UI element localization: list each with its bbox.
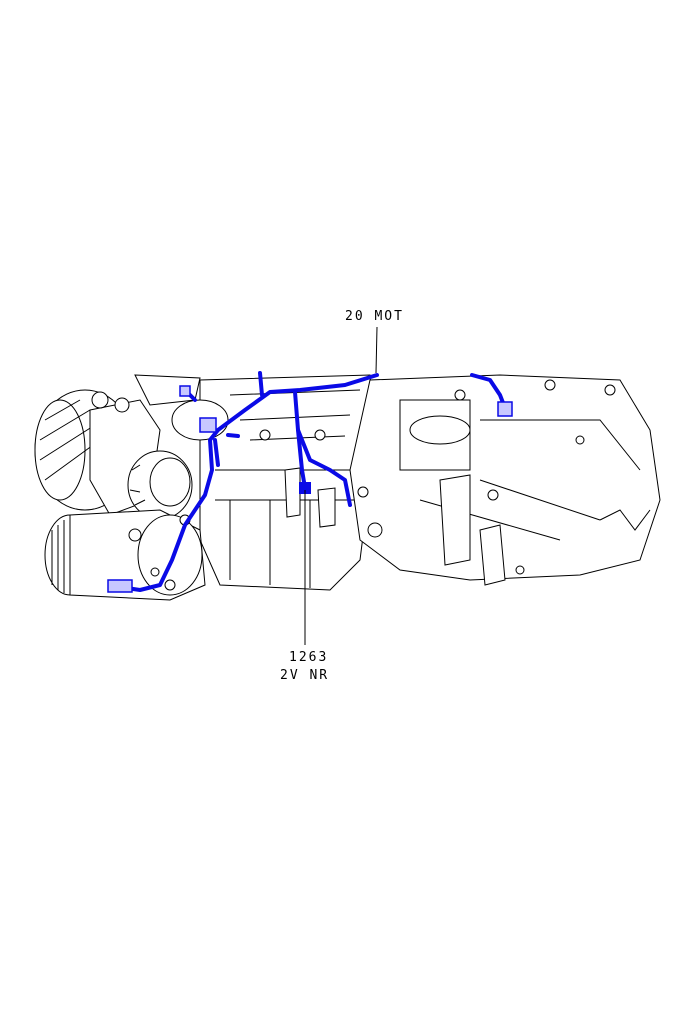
- callout-code: 20 MOT: [345, 309, 404, 324]
- callout-connector: 1263 2V NR: [280, 490, 329, 683]
- connector-1263-icon: [299, 482, 311, 494]
- connector-icon: [199, 417, 217, 433]
- callout-engine-harness: 20 MOT: [345, 309, 404, 374]
- connector-icon: [107, 579, 133, 593]
- wiring-harness: [107, 371, 513, 593]
- connector-icon: [497, 401, 513, 417]
- connector-icon: [179, 385, 191, 397]
- leader-line: [375, 326, 378, 374]
- engine-linework: [34, 374, 661, 601]
- callout-code: 1263: [289, 650, 328, 665]
- callout-description: 2V NR: [280, 668, 329, 683]
